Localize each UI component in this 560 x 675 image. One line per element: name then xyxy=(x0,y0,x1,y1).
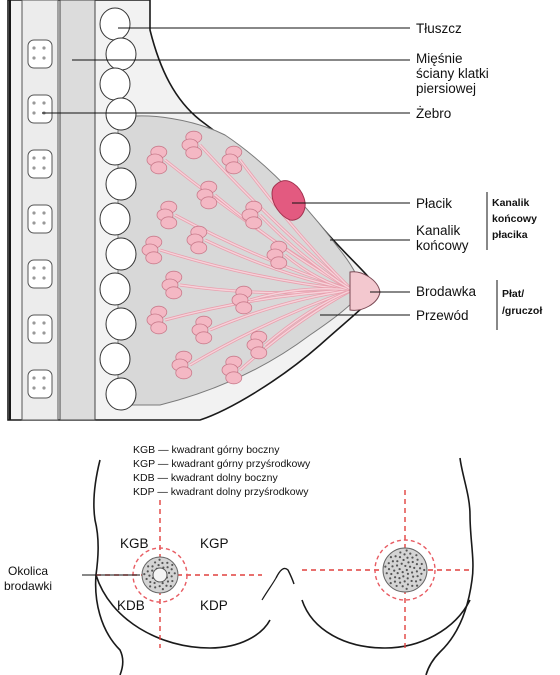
label-terminal-duct-1: Kanalik xyxy=(416,223,461,238)
gland-lobule xyxy=(246,217,262,229)
quadrant-label-kdp: KDP xyxy=(200,598,228,613)
gland-lobule xyxy=(146,252,162,264)
quadrant-legend: KGB — kwadrant górny boczny KGP — kwadra… xyxy=(133,444,311,498)
bracket-label-lobe-2: /gruczoł xyxy=(502,305,542,317)
gland-lobule xyxy=(196,332,212,344)
fat-lobule xyxy=(106,98,136,130)
fat-lobule xyxy=(106,308,136,340)
gland-lobule xyxy=(151,322,167,334)
fat-lobule xyxy=(100,68,130,100)
label-fat: Tłuszcz xyxy=(416,21,462,36)
fat-lobule xyxy=(100,133,130,165)
gland-lobule xyxy=(271,257,287,269)
label-terminal-duct-2: końcowy xyxy=(416,238,469,253)
legend-item-kgb: KGB — kwadrant górny boczny xyxy=(133,444,280,456)
rib-segment xyxy=(28,205,52,233)
right-breast-underline xyxy=(302,600,470,648)
fat-lobule xyxy=(100,273,130,305)
rib-segment xyxy=(28,150,52,178)
label-chest-wall-muscles-2: ściany klatki xyxy=(416,66,489,81)
gland-lobule xyxy=(176,367,192,379)
gland-lobule xyxy=(161,217,177,229)
rib-segment xyxy=(28,260,52,288)
bracket-label-tdlu-3: płacika xyxy=(492,229,528,241)
gland-lobule xyxy=(151,162,167,174)
label-rib: Żebro xyxy=(416,106,451,121)
areola-label-2: brodawki xyxy=(4,579,52,593)
quadrant-label-kgp: KGP xyxy=(200,536,229,551)
legend-item-kgp: KGP — kwadrant górny przyśrodkowy xyxy=(133,458,311,470)
cleavage-line xyxy=(276,568,294,584)
right-areola xyxy=(375,540,435,600)
chest-wall-muscle xyxy=(60,0,95,420)
label-lobule: Płacik xyxy=(416,196,452,211)
cleavage-left xyxy=(262,578,276,600)
gland-lobule xyxy=(236,302,252,314)
quadrant-label-kgb: KGB xyxy=(120,536,149,551)
bracket-label-tdlu-1: Kanalik xyxy=(492,197,530,209)
fat-lobule xyxy=(106,238,136,270)
gland-lobule xyxy=(226,162,242,174)
fat-lobule xyxy=(106,378,136,410)
rib-segment xyxy=(28,95,52,123)
label-chest-wall-muscles-3: piersiowej xyxy=(416,81,476,96)
quadrant-label-kdb: KDB xyxy=(117,598,145,613)
gland-lobule xyxy=(191,242,207,254)
label-nipple: Brodawka xyxy=(416,284,477,299)
torso-right-contour xyxy=(426,458,473,675)
label-chest-wall-muscles-1: Mięśnie xyxy=(416,51,463,66)
gland-lobule xyxy=(251,347,267,359)
fat-lobule xyxy=(106,168,136,200)
nipple xyxy=(350,272,380,311)
cross-section-illustration xyxy=(8,0,380,420)
gland-lobule xyxy=(201,197,217,209)
torso-left-contour xyxy=(94,460,123,675)
fat-lobule xyxy=(100,343,130,375)
gland-lobule xyxy=(186,147,202,159)
fat-lobule xyxy=(100,8,130,40)
label-duct: Przewód xyxy=(416,308,469,323)
gland-lobule xyxy=(226,372,242,384)
fat-lobule xyxy=(106,38,136,70)
rib-segment xyxy=(28,370,52,398)
rib-segment xyxy=(28,315,52,343)
areola-label-1: Okolica xyxy=(8,564,48,578)
legend-item-kdp: KDP — kwadrant dolny przyśrodkowy xyxy=(133,486,309,498)
bracket-label-lobe-1: Płat/ xyxy=(502,288,524,300)
fat-lobule xyxy=(100,203,130,235)
gland-lobule xyxy=(166,287,182,299)
bracket-label-tdlu-2: końcowy xyxy=(492,213,537,225)
legend-item-kdb: KDB — kwadrant dolny boczny xyxy=(133,472,278,484)
rib-segment xyxy=(28,40,52,68)
